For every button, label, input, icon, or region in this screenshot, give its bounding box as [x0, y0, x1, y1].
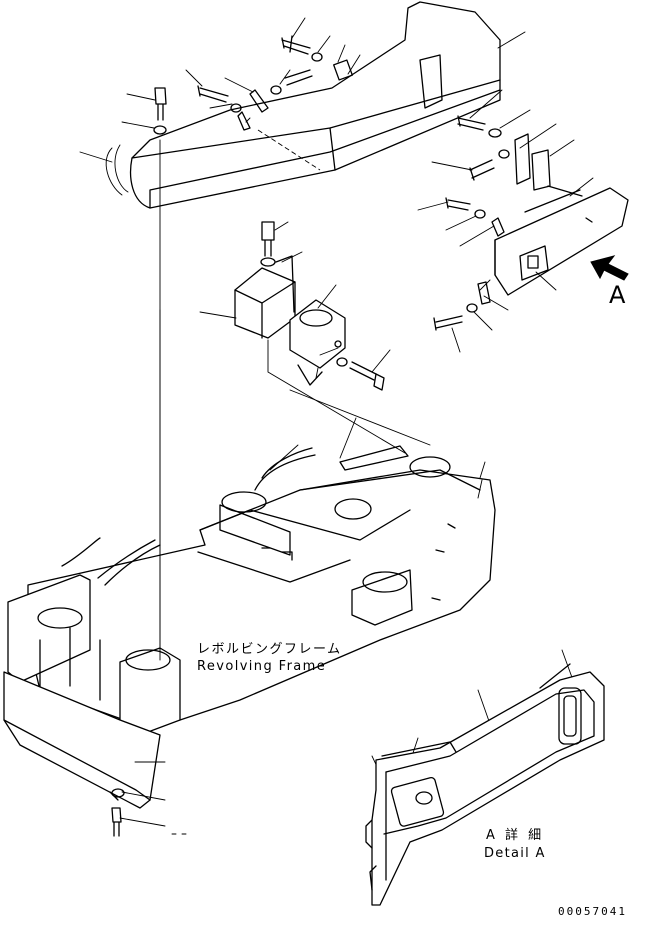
- detail-label-japanese: A 詳 細: [486, 828, 545, 843]
- bolt-group-right: [445, 115, 551, 237]
- revolving-frame: [27, 445, 496, 723]
- side-cover-panel: [494, 185, 629, 296]
- bolt-group-side: [433, 281, 491, 331]
- frame-label-japanese: レボルビングフレーム: [197, 642, 342, 657]
- detail-a-view: [365, 663, 605, 906]
- assembly-lines: [159, 139, 483, 661]
- frame-label-english: Revolving Frame: [197, 659, 327, 674]
- frame-rear-blocks: [7, 574, 181, 736]
- callout-arrow-icon: [590, 255, 629, 281]
- drawing-number: 00057041: [558, 905, 627, 918]
- bracket-assembly: [234, 221, 385, 391]
- bolt-group-top: [153, 35, 353, 135]
- rear-cover-assembly: [105, 1, 501, 209]
- detail-label-english: Detail A: [484, 846, 546, 861]
- callout-label: A: [609, 281, 626, 309]
